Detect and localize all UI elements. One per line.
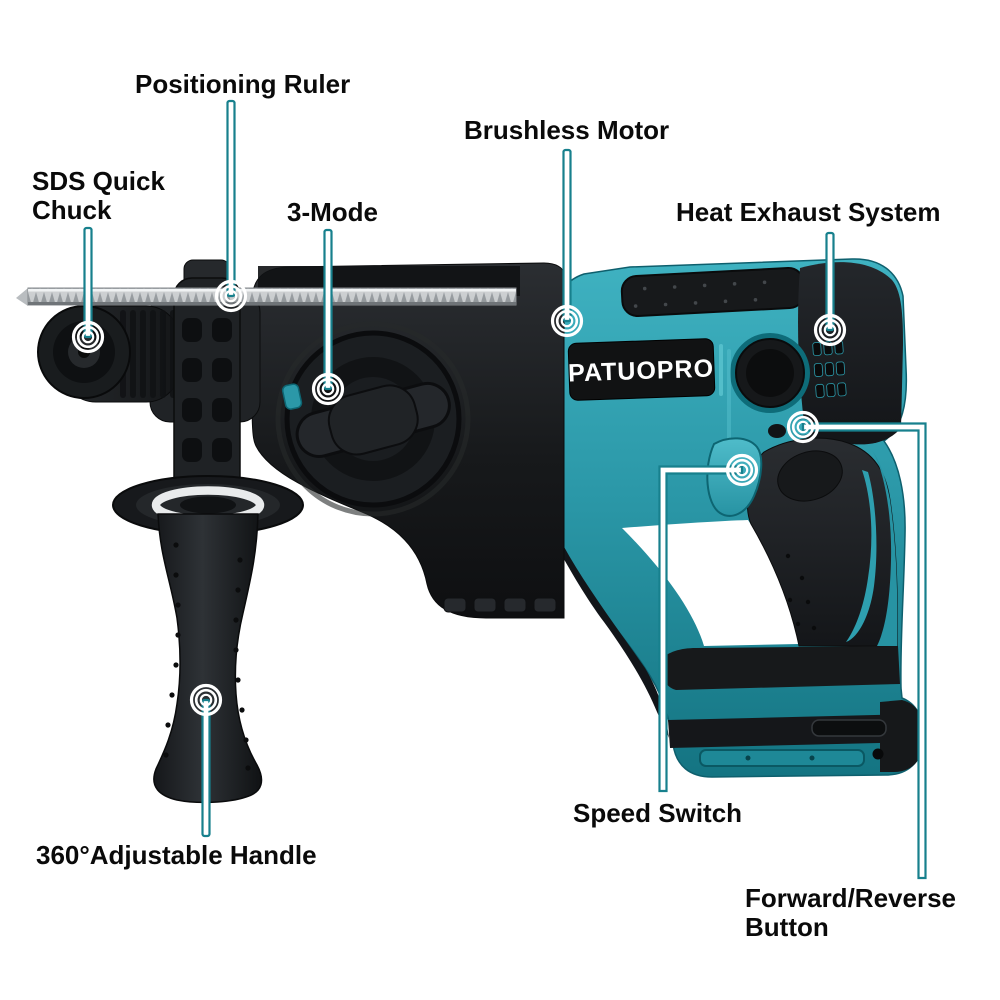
side-handle-grip — [153, 513, 263, 804]
marker-sds-chuck — [71, 320, 105, 354]
label-3-mode: 3-Mode — [287, 197, 378, 227]
brand-text: PATUOPRO — [568, 354, 715, 387]
battery-foot — [660, 646, 925, 772]
callout-line-positioning-ruler — [226, 99, 236, 298]
marker-brushless — [550, 304, 584, 338]
rear-grip — [746, 437, 898, 647]
callout-line-brushless — [562, 148, 572, 323]
marker-handle — [189, 683, 223, 717]
callout-line-3-mode — [323, 228, 333, 391]
callout-line-speed-switch — [658, 465, 744, 793]
mode-dial — [275, 321, 471, 517]
rear-body: PATUOPRO — [556, 258, 925, 778]
heat-exhaust-vents — [812, 340, 847, 398]
motor-housing-circle — [730, 333, 810, 413]
label-adjustable-handle: 360°Adjustable Handle — [36, 840, 317, 870]
callout-line-heat-exhaust — [825, 231, 835, 332]
brand-label: PATUOPRO — [568, 338, 716, 401]
top-rubber-inset — [620, 267, 806, 317]
callout-line-handle — [201, 698, 211, 838]
mode-dial-release-tab — [281, 383, 303, 410]
label-forward-reverse: Forward/Reverse Button — [745, 883, 956, 943]
label-positioning-ruler: Positioning Ruler — [135, 69, 351, 99]
callout-lines — [83, 99, 927, 880]
callout-line-forward-reverse — [801, 422, 927, 880]
label-heat-exhaust: Heat Exhaust System — [676, 197, 941, 227]
positioning-ruler-bar — [16, 287, 517, 306]
marker-3-mode — [311, 372, 345, 406]
label-speed-switch: Speed Switch — [573, 798, 743, 828]
marker-positioning-ruler — [214, 279, 248, 313]
side-handle — [112, 259, 304, 804]
callout-line-sds-chuck — [83, 226, 93, 339]
label-brushless-motor: Brushless Motor — [464, 115, 670, 145]
marker-speed-switch — [725, 453, 759, 487]
label-sds-quick-chuck: SDS Quick Chuck — [32, 166, 165, 226]
marker-forward-reverse — [786, 410, 820, 444]
callout-markers — [71, 279, 847, 717]
front-housing — [251, 262, 565, 619]
marker-heat-exhaust — [813, 313, 847, 347]
